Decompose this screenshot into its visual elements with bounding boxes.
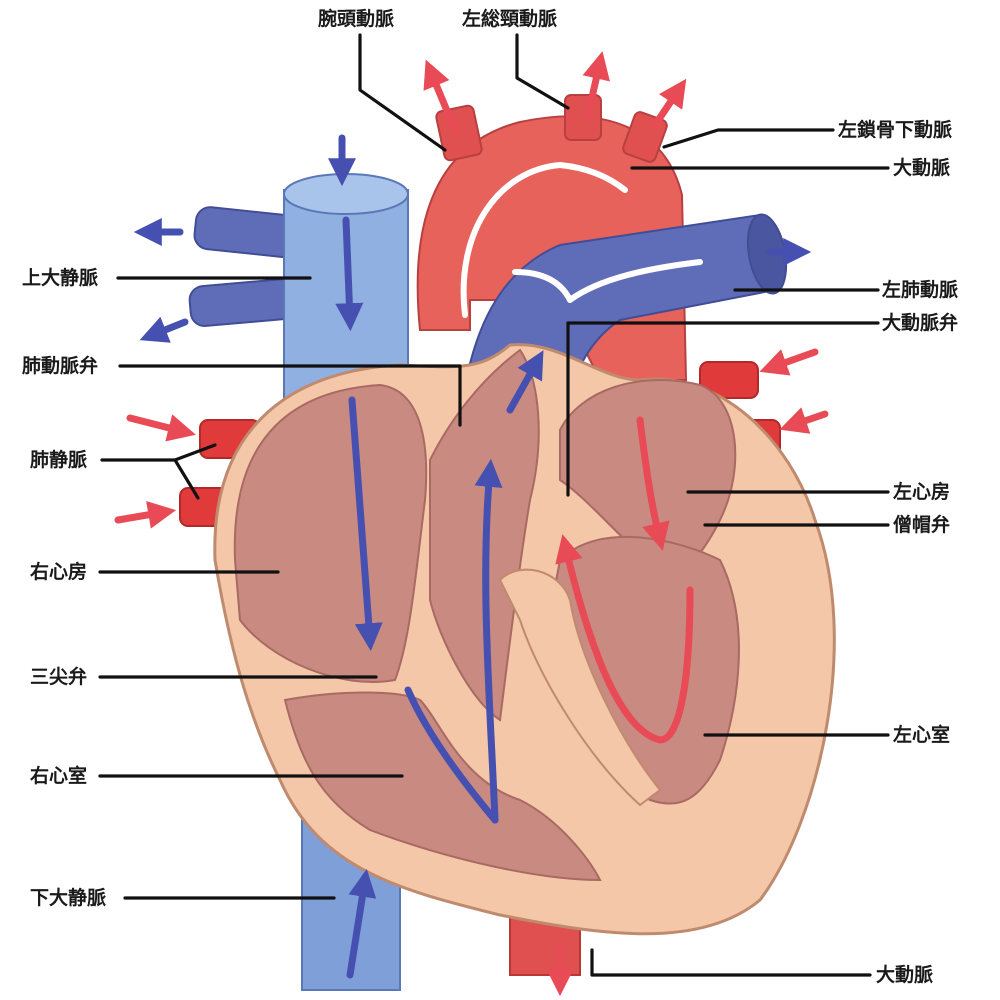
- flow-arrows-oxygenated: [114, 51, 829, 997]
- septum: [498, 568, 662, 807]
- label-aorta-bottom: 大動脈: [876, 964, 934, 986]
- flow-arrow-aortic-arch: [460, 161, 628, 318]
- label-left-ventricle: 左心室: [893, 724, 951, 746]
- label-aortic-valve: 大動脈弁: [882, 312, 959, 334]
- label-left-atrium: 左心房: [893, 481, 951, 503]
- leader-lines: [98, 33, 890, 977]
- label-pulmonary-veins: 肺静脈: [30, 449, 88, 471]
- label-aorta-top: 大動脈: [893, 157, 951, 179]
- label-mitral-valve: 僧帽弁: [893, 514, 951, 536]
- label-brachiocephalic-artery: 腕頭動脈: [318, 8, 395, 30]
- label-pulmonary-valve: 肺動脈弁: [22, 355, 99, 377]
- label-left-subclavian: 左鎖骨下動脈: [838, 119, 953, 141]
- label-tricuspid-valve: 三尖弁: [30, 666, 88, 688]
- flow-arrows-deoxygenated: [133, 134, 812, 979]
- label-inferior-vena-cava: 下大静脈: [30, 887, 107, 909]
- label-right-atrium: 右心房: [30, 561, 88, 583]
- label-superior-vena-cava: 上大静脈: [22, 267, 99, 289]
- flow-arrows-pulmonary-split: [512, 259, 703, 303]
- label-left-common-carotid: 左総頸動脈: [462, 8, 558, 30]
- label-right-ventricle: 右心室: [30, 765, 88, 787]
- label-left-pulmonary-artery: 左肺動脈: [882, 279, 959, 301]
